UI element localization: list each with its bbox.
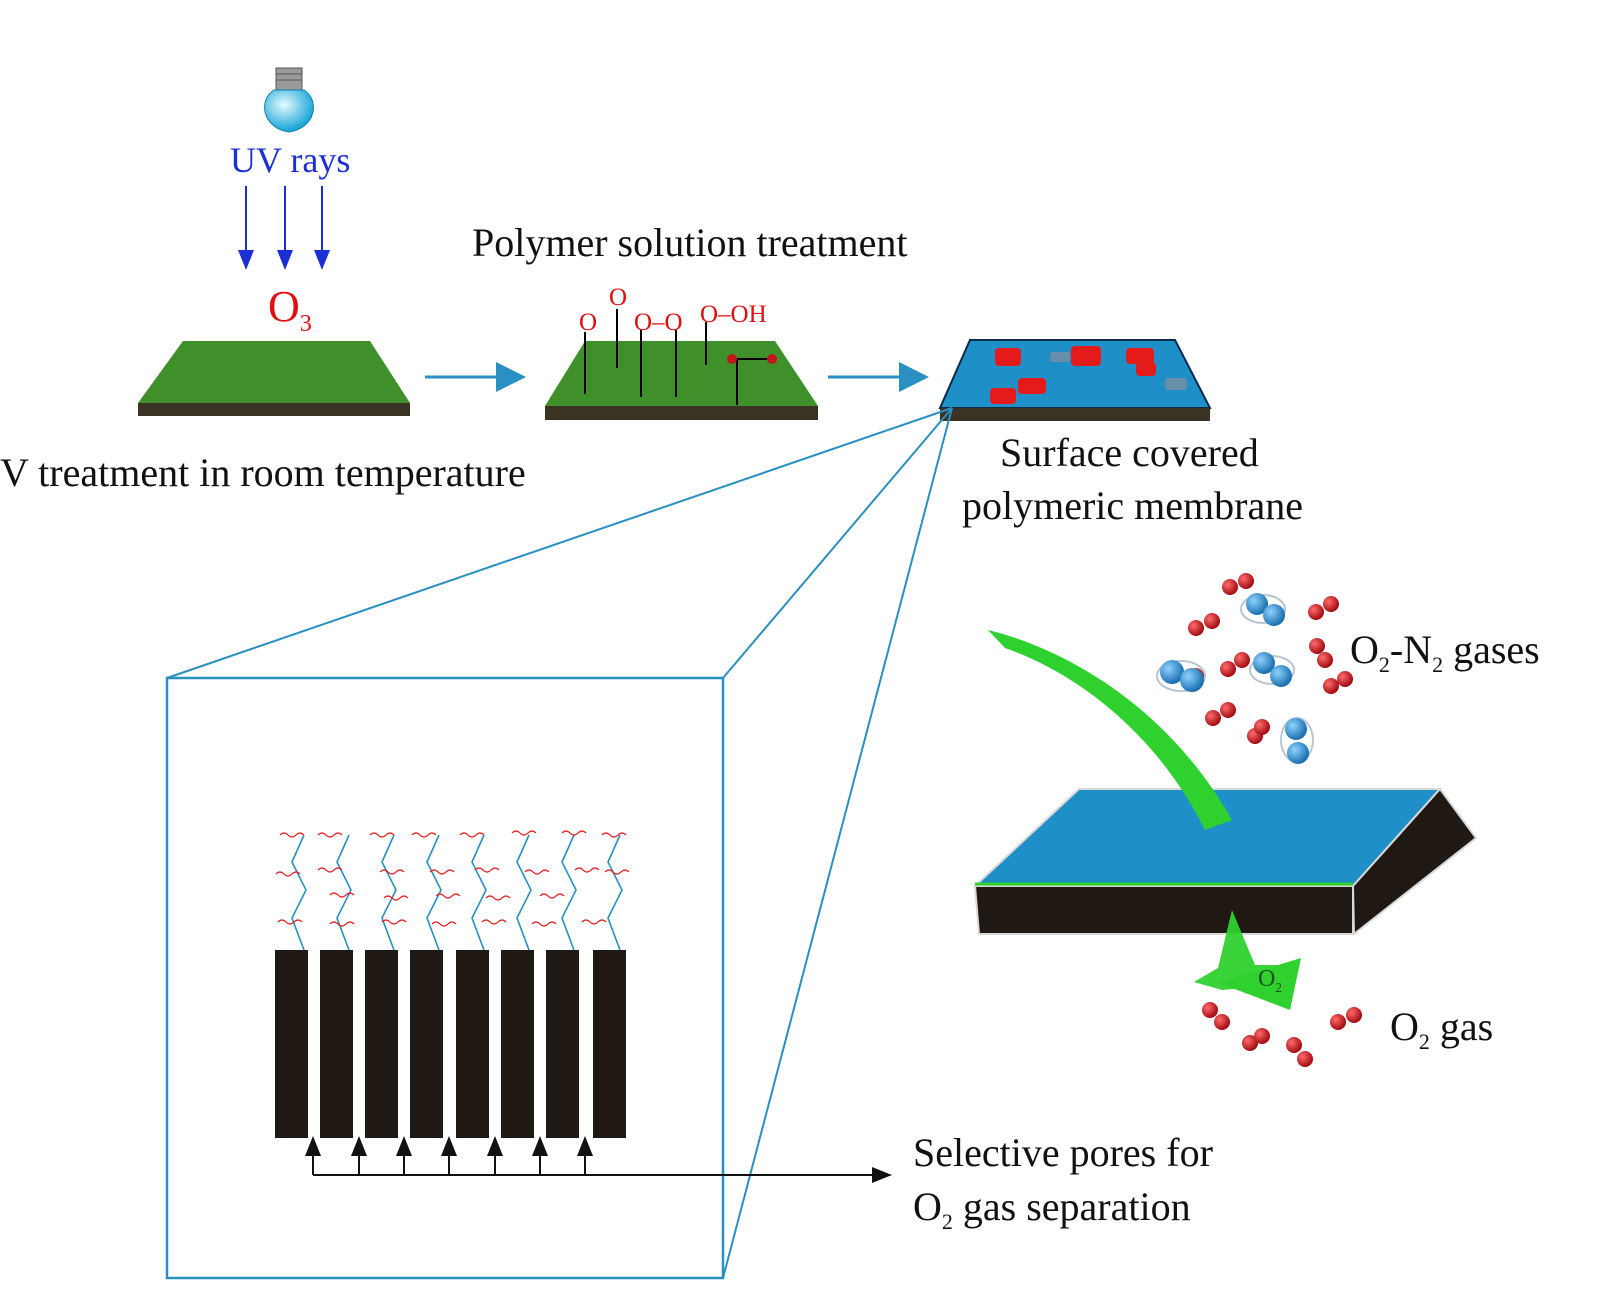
uv-rays-label: UV rays [230, 140, 351, 180]
product-o: O [1390, 1004, 1419, 1049]
arrow-sub: 2 [1275, 979, 1282, 995]
oxygen-molecules-product [1202, 1002, 1362, 1067]
step3-caption-line2: polymeric membrane [962, 483, 1303, 528]
peroxide-group: O–O [634, 309, 683, 336]
feed-gas-sub2: 2 [1432, 652, 1444, 677]
pores-word: gas separation [952, 1184, 1191, 1229]
product-word: gas [1429, 1004, 1494, 1049]
ozone-symbol: O [268, 282, 300, 331]
zoom-box [165, 676, 725, 1280]
arrow-o: O [1258, 966, 1276, 992]
step1-caption: V treatment in room temperature [0, 450, 526, 495]
separation-membrane-3d [972, 787, 1478, 937]
pores-sub: 2 [941, 1209, 953, 1234]
green-membrane-step2 [545, 341, 818, 420]
pores-caption-line1: Selective pores for [913, 1130, 1213, 1175]
blue-membrane-step3 [938, 339, 1212, 421]
polymer-brush-chains [291, 834, 623, 951]
step2-title: Polymer solution treatment [472, 220, 908, 265]
pore-pointer-arrows [305, 1136, 892, 1183]
ozone-subscript: 3 [299, 309, 312, 337]
ozone-label: O3 [268, 282, 312, 338]
product-sub: 2 [1418, 1029, 1430, 1054]
zoom-callout-lines [166, 407, 953, 1279]
feed-gas-o: O [1350, 627, 1379, 672]
uv-lamp-icon [264, 67, 314, 133]
step3-caption-line1: Surface covered [1000, 430, 1259, 475]
peroxide-ring-o2: O [609, 284, 628, 311]
feed-gas-n: -N [1389, 627, 1433, 672]
peroxide-ring-o1: O [579, 309, 598, 336]
nitrogen-molecules-feed [1156, 593, 1314, 764]
oxygen-molecules-feed [1188, 573, 1353, 744]
arrow-o2-label: O2 [1258, 966, 1282, 995]
pores-caption-line2: O2 gas separation [913, 1184, 1191, 1234]
green-membrane-step1 [138, 341, 410, 416]
surface-red-dots [727, 354, 777, 364]
permeate-arrow-head [1219, 958, 1301, 1010]
polymer-side-chains [275, 830, 630, 927]
feed-gas-word: gases [1443, 627, 1540, 672]
hydroperoxide-group: O–OH [700, 301, 767, 328]
feed-gas-label: O2-N2 gases [1350, 627, 1540, 677]
uv-ray-arrows [238, 186, 330, 270]
pore-pillars [275, 950, 626, 1138]
pores-o: O [913, 1184, 942, 1229]
feed-gas-sub1: 2 [1378, 652, 1390, 677]
product-gas-label: O2 gas [1390, 1004, 1493, 1054]
